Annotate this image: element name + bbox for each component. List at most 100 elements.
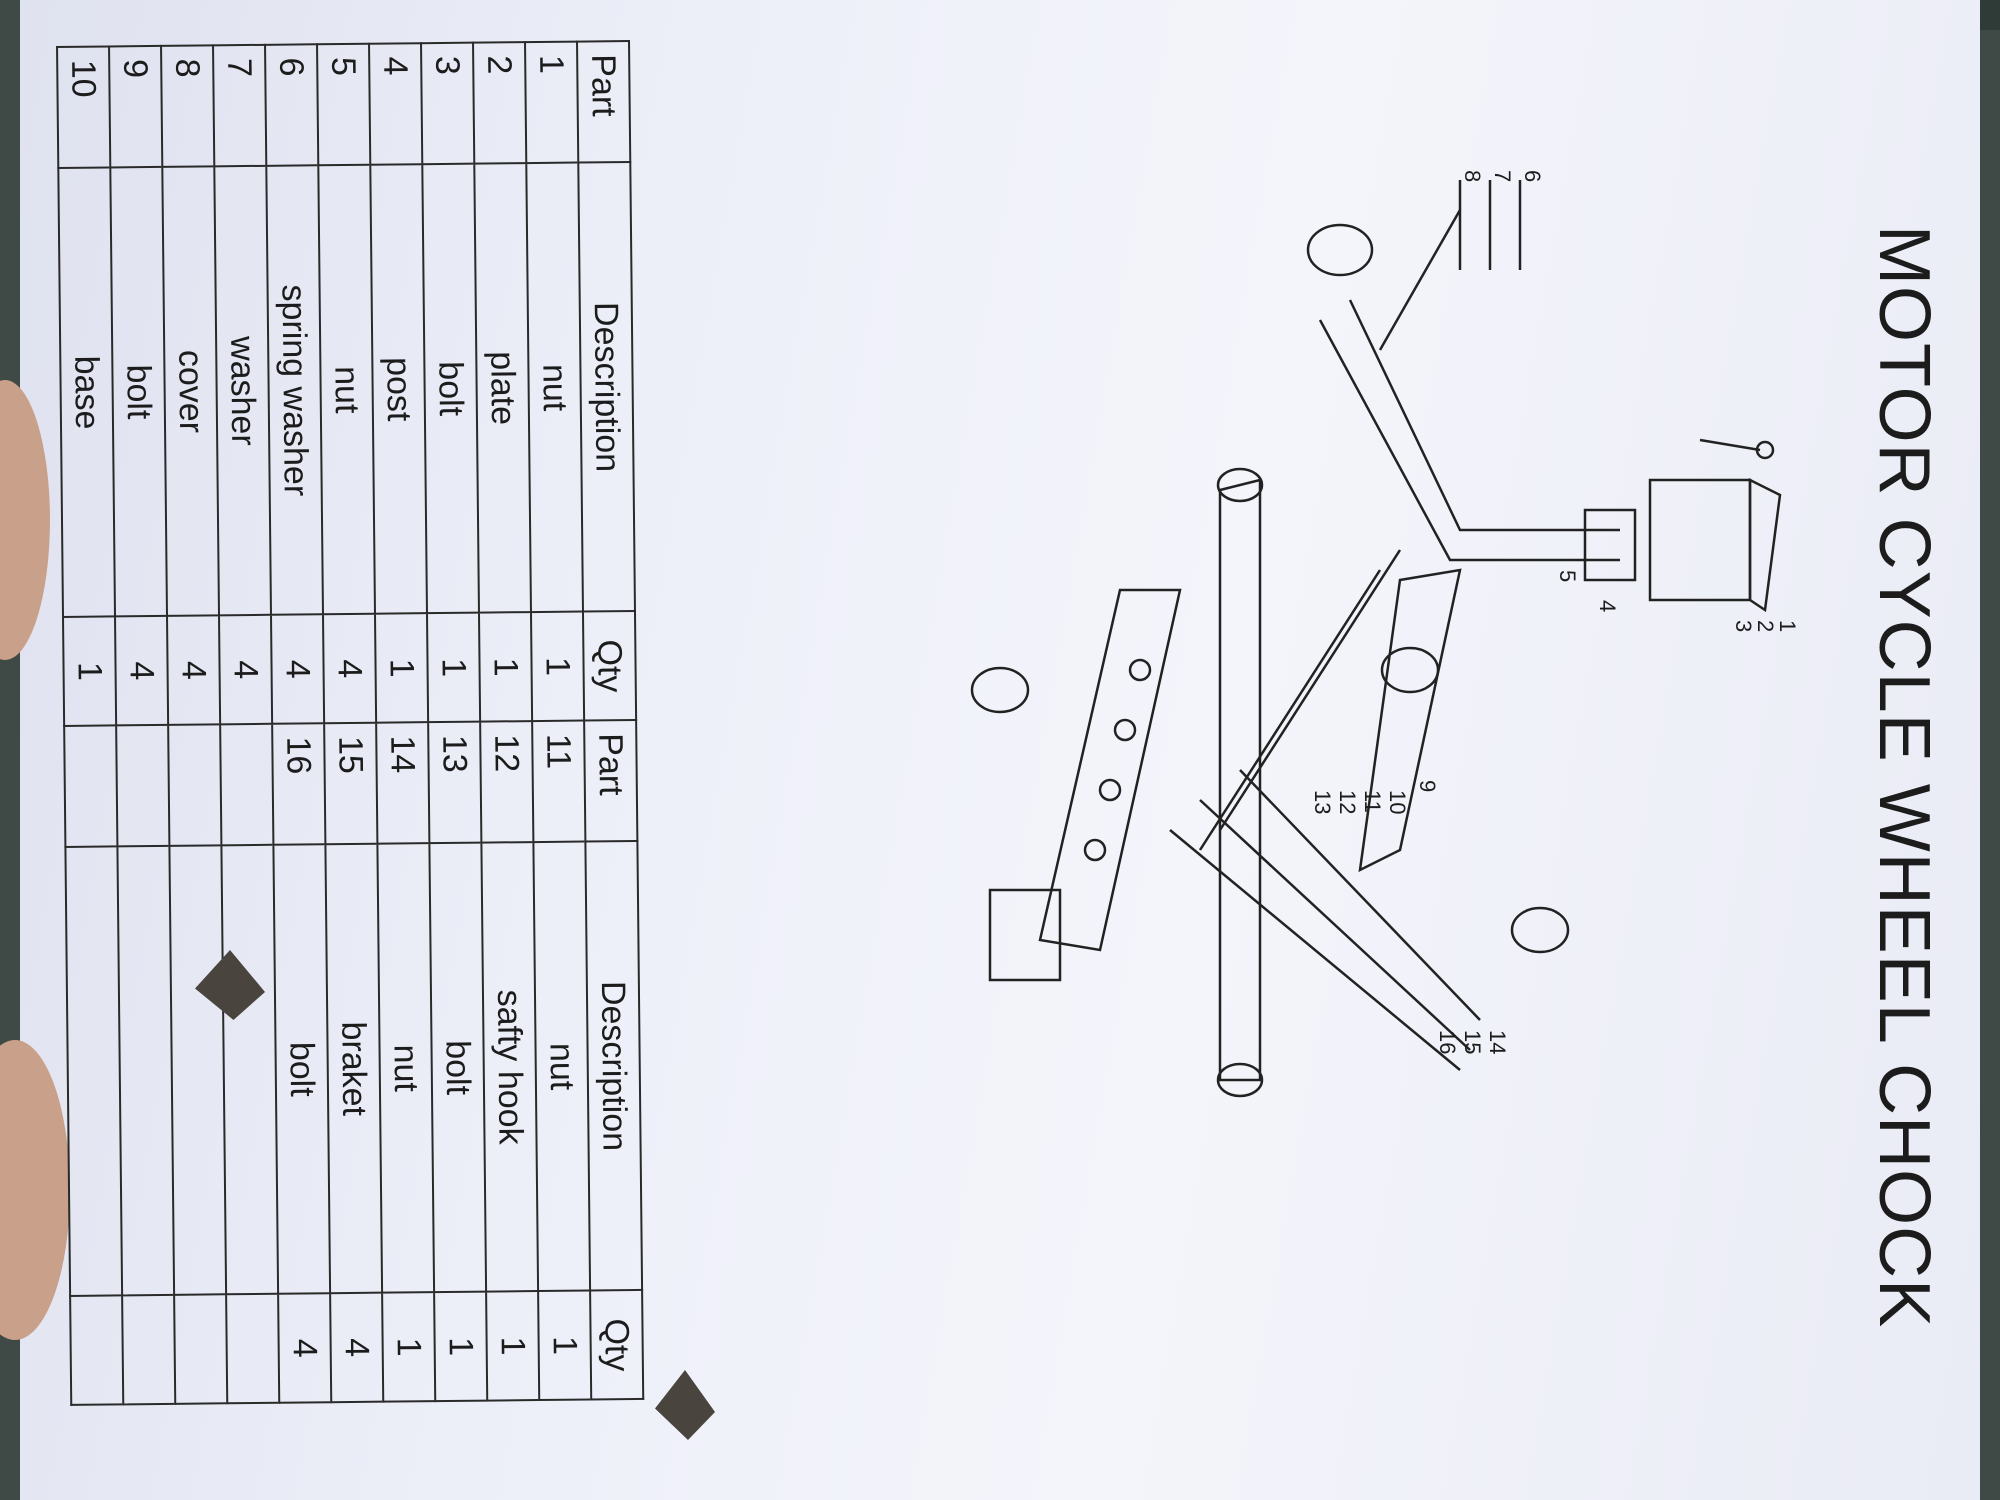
cell-qty: 4 [271, 614, 325, 724]
callout-labels: 1 2 3 4 5 6 7 8 9 10 11 12 13 14 15 16 [1310, 170, 1800, 1054]
leader-line [1199, 799, 1471, 1051]
cell-description-2: safty hook [481, 842, 539, 1293]
callout-1: 1 [1775, 620, 1800, 632]
bracket-part [1038, 588, 1182, 952]
cell-qty-2 [174, 1294, 228, 1404]
cell-description: base [58, 167, 116, 618]
cell-qty: 4 [167, 615, 221, 725]
side-arm [1198, 549, 1402, 851]
cell-part: 10 [57, 46, 111, 169]
cell-description-2 [65, 846, 123, 1297]
cell-qty: 1 [478, 612, 533, 722]
header-qty-2: Qty [590, 1290, 644, 1400]
cell-description: cover [162, 166, 220, 617]
cell-part-2: 11 [532, 720, 586, 843]
header-part: Part [577, 41, 631, 163]
cell-part: 4 [369, 43, 423, 165]
cell-description-2: nut [377, 843, 435, 1294]
cell-qty-2 [70, 1295, 124, 1405]
cell-part-2: 14 [376, 722, 430, 844]
callout-3: 3 [1731, 620, 1756, 632]
plate-top [1748, 477, 1782, 613]
cell-qty: 4 [323, 614, 377, 724]
cell-description-2: braket [325, 843, 383, 1294]
cell-description-2: bolt [273, 844, 331, 1295]
cover-part [970, 666, 1030, 714]
cell-description-2: bolt [429, 842, 487, 1293]
rail-end [1216, 1062, 1264, 1098]
cell-part: 9 [109, 45, 163, 168]
callout-13: 13 [1310, 790, 1335, 814]
cell-description: nut [318, 164, 375, 615]
exploded-assembly-diagram: 1 2 3 4 5 6 7 8 9 10 11 12 13 14 15 16 [960, 150, 1820, 1110]
cell-description: bolt [422, 163, 479, 614]
cover-part [1306, 223, 1374, 277]
cell-qty-2: 1 [382, 1292, 436, 1402]
post-part [1318, 299, 1620, 562]
instruction-sheet [20, 0, 1980, 1500]
cell-part-2: 13 [428, 721, 482, 844]
callout-5: 5 [1555, 570, 1580, 582]
cell-part: 6 [265, 44, 319, 166]
cell-part-2 [116, 724, 170, 847]
callout-8: 8 [1460, 170, 1485, 182]
callout-14: 14 [1485, 1030, 1510, 1054]
bracket-hole [1098, 778, 1122, 802]
header-qty: Qty [582, 611, 637, 721]
bracket-hole [1083, 838, 1107, 862]
bolt-part [1699, 438, 1761, 452]
foot-plate [988, 888, 1062, 982]
cell-qty-2: 4 [330, 1293, 384, 1403]
cell-qty-2: 1 [538, 1290, 592, 1401]
post-bracket [1583, 508, 1637, 582]
callout-10: 10 [1385, 790, 1410, 814]
cell-qty-2: 1 [486, 1291, 540, 1401]
cell-qty: 1 [374, 613, 429, 723]
cell-part: 7 [213, 44, 267, 167]
cell-qty-2 [122, 1295, 176, 1405]
cover-part [1510, 906, 1570, 954]
bolt-head [1755, 440, 1775, 460]
rail-end [1216, 467, 1264, 503]
cell-description: plate [474, 163, 531, 614]
cell-part-2: 15 [324, 722, 378, 845]
callout-12: 12 [1335, 790, 1360, 814]
cell-part: 1 [525, 41, 579, 164]
rotated-document: MOTOR CYCLE WHEEL CHOCK [20, 0, 2000, 1500]
assembly-drawing [970, 180, 1782, 1098]
cell-qty-2 [226, 1294, 280, 1404]
cell-part: 5 [317, 43, 371, 166]
base-frame [1358, 568, 1462, 873]
leader-line [1169, 829, 1461, 1071]
cell-qty: 4 [219, 615, 273, 725]
cell-part: 3 [421, 42, 475, 165]
cell-part-2 [168, 724, 222, 847]
leader-line [1239, 769, 1481, 1021]
callout-11: 11 [1360, 790, 1385, 813]
cell-part: 8 [161, 45, 215, 168]
header-description: Description [578, 162, 635, 612]
header-part-2: Part [584, 719, 638, 842]
cell-part-2 [64, 725, 118, 848]
cell-description-2 [221, 844, 279, 1295]
bracket-hole [1113, 718, 1137, 742]
callout-16: 16 [1435, 1030, 1460, 1054]
leader-line [1378, 209, 1462, 351]
cell-qty: 1 [530, 611, 585, 722]
base-rail [1218, 478, 1262, 1082]
cell-description: bolt [110, 167, 168, 617]
document-title: MOTOR CYCLE WHEEL CHOCK [1864, 225, 1944, 1329]
cell-qty-2: 4 [278, 1293, 332, 1403]
cell-description: post [370, 164, 427, 615]
cell-part: 2 [473, 42, 527, 164]
parts-list-table: Part Description Qty Part Description Qt… [56, 40, 644, 1406]
cover-part [1380, 646, 1440, 694]
cell-qty: 1 [426, 613, 481, 723]
cell-part-2: 12 [480, 721, 534, 843]
callout-2: 2 [1753, 620, 1778, 632]
cell-description: nut [526, 162, 583, 613]
callout-9: 9 [1415, 780, 1440, 792]
bracket-hole [1128, 658, 1152, 682]
cell-description: washer [214, 165, 272, 616]
